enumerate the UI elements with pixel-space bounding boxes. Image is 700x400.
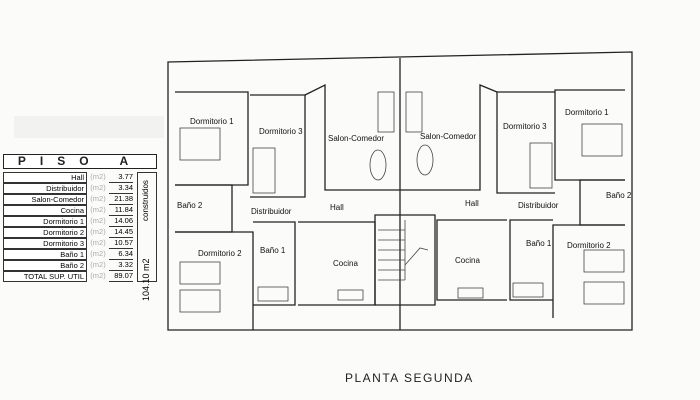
bed (179, 289, 221, 313)
unit: (m2) (90, 260, 106, 269)
unit: (m2) (90, 205, 106, 214)
dining-table (369, 149, 387, 181)
room-label-dormitorio1-right: Dormitorio 1 (565, 108, 609, 117)
bed (252, 147, 276, 194)
unit: (m2) (90, 183, 106, 192)
area-value: 11.84 (109, 205, 133, 216)
sink (337, 289, 364, 301)
table-row: Salon-Comedor(m2)21.38 (3, 194, 135, 205)
room-label-bano1-left: Baño 1 (260, 246, 286, 255)
room-label-dormitorio3-left: Dormitorio 3 (259, 127, 303, 136)
room-name: Cocina (3, 205, 87, 216)
sink (457, 287, 484, 299)
area-value: 3.32 (109, 260, 133, 271)
unit: (m2) (90, 227, 106, 236)
bed (529, 142, 553, 189)
sofa (377, 91, 395, 133)
sofa (405, 91, 423, 133)
room-label-cocina-right: Cocina (455, 256, 480, 265)
room-label-bano2-left: Baño 2 (177, 201, 203, 210)
side-total: 104.10 m2 (141, 258, 151, 301)
bed (179, 127, 221, 161)
room-name: Baño 2 (3, 260, 87, 271)
table-row: TOTAL SUP. UTIL(m2)89.07 (3, 271, 135, 282)
side-label: construidos (141, 180, 150, 221)
room-label-distribuidor-left: Distribuidor (251, 207, 292, 216)
stair-steps (378, 220, 429, 281)
unit: (m2) (90, 172, 106, 181)
room-label-distribuidor-right: Distribuidor (518, 201, 559, 210)
unit: (m2) (90, 194, 106, 203)
room-label-dormitorio2-right: Dormitorio 2 (567, 241, 611, 250)
table-row: Dormitorio 2(m2)14.45 (3, 227, 135, 238)
bathtub (512, 282, 544, 298)
outer-wall (167, 51, 633, 331)
room-label-hall-left: Hall (330, 203, 344, 212)
room-label-hall-right: Hall (465, 199, 479, 208)
room-name: Dormitorio 2 (3, 227, 87, 238)
table-row: Dormitorio 3(m2)10.57 (3, 238, 135, 249)
area-value: 14.45 (109, 227, 133, 238)
table-row: Dormitorio 1(m2)14.06 (3, 216, 135, 227)
area-value: 3.34 (109, 183, 133, 194)
area-value: 89.07 (109, 271, 133, 282)
room-name: Dormitorio 3 (3, 238, 87, 249)
unit: (m2) (90, 249, 106, 258)
room-label-cocina-left: Cocina (333, 259, 358, 268)
unit: (m2) (90, 271, 106, 280)
built-area-column: construidos 104.10 m2 (137, 172, 157, 301)
room-label-dormitorio2-left: Dormitorio 2 (198, 249, 242, 258)
room-name: TOTAL SUP. UTIL (3, 271, 87, 282)
room-name: Dormitorio 1 (3, 216, 87, 227)
room-label-bano2-right: Baño 2 (606, 191, 632, 200)
table-row: Baño 2(m2)3.32 (3, 260, 135, 271)
room-label-dormitorio1-left: Dormitorio 1 (190, 117, 234, 126)
room-label-salon-left: Salon-Comedor (328, 134, 384, 143)
room-name: Baño 1 (3, 249, 87, 260)
area-value: 6.34 (109, 249, 133, 260)
faded-stamp (14, 116, 164, 138)
stair-core (374, 214, 436, 306)
room-label-bano1-right: Baño 1 (526, 239, 552, 248)
bed (583, 281, 625, 305)
bed (581, 123, 623, 157)
area-value: 3.77 (109, 172, 133, 183)
unit: (m2) (90, 216, 106, 225)
table-title: PISO A (3, 154, 157, 169)
bed (583, 249, 625, 273)
table-row: Distribuidor(m2)3.34 (3, 183, 135, 194)
table-row: Cocina(m2)11.84 (3, 205, 135, 216)
table-row: Hall(m2)3.77 (3, 172, 135, 183)
bathtub (257, 286, 289, 302)
area-value: 14.06 (109, 216, 133, 227)
area-value: 21.38 (109, 194, 133, 205)
room-name: Hall (3, 172, 87, 183)
plan-title: PLANTA SEGUNDA (345, 371, 474, 385)
room-label-dormitorio3-right: Dormitorio 3 (503, 122, 547, 131)
unit: (m2) (90, 238, 106, 247)
dining-table (416, 144, 434, 176)
table-row: Baño 1(m2)6.34 (3, 249, 135, 260)
room-label-salon-right: Salon-Comedor (420, 132, 476, 141)
bed (179, 261, 221, 285)
room-name: Distribuidor (3, 183, 87, 194)
room-name: Salon-Comedor (3, 194, 87, 205)
area-value: 10.57 (109, 238, 133, 249)
